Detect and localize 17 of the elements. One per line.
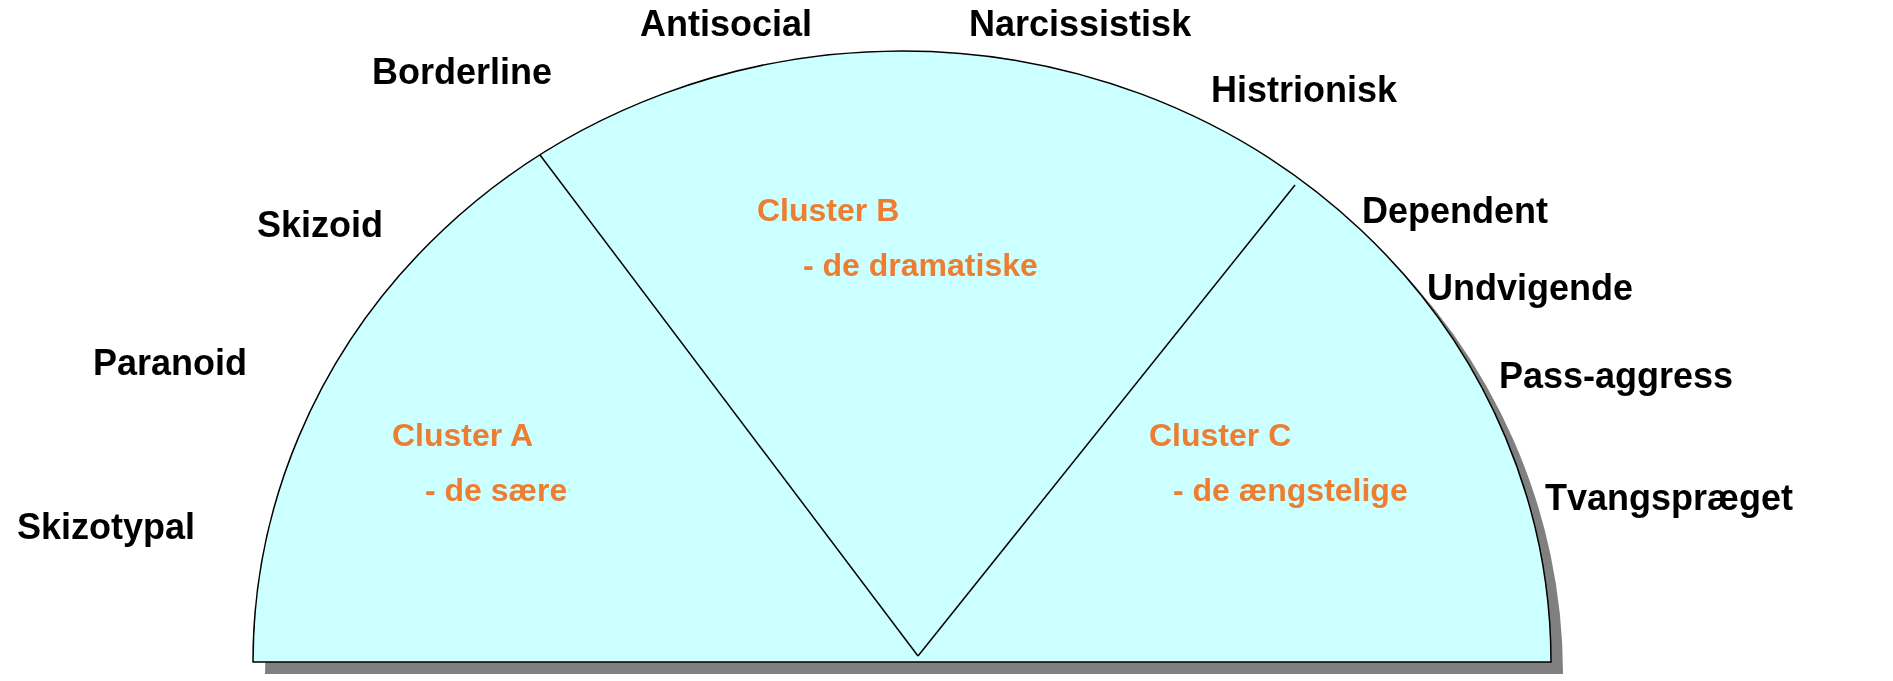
disorder-label: Skizotypal bbox=[17, 507, 196, 547]
disorder-label: Paranoid bbox=[93, 343, 248, 383]
disorder-label: Histrionisk bbox=[1211, 70, 1398, 110]
disorder-label: Undvigende bbox=[1427, 268, 1633, 308]
disorder-label: Antisocial bbox=[640, 4, 813, 44]
cluster-title: Cluster B bbox=[757, 191, 900, 230]
disorder-label: Dependent bbox=[1362, 191, 1548, 231]
disorder-label: Narcissistisk bbox=[969, 4, 1192, 44]
cluster-description: - de dramatiske bbox=[802, 246, 1038, 285]
cluster-title: Cluster A bbox=[392, 416, 534, 455]
cluster-title: Cluster C bbox=[1149, 416, 1292, 455]
disorder-label: Skizoid bbox=[257, 205, 384, 245]
cluster-description: - de ængstelige bbox=[1172, 471, 1408, 510]
disorder-label: Pass-aggress bbox=[1499, 356, 1734, 396]
cluster-description: - de sære bbox=[424, 471, 568, 510]
disorder-label: Borderline bbox=[372, 52, 553, 92]
disorder-label: Tvangspræget bbox=[1545, 478, 1794, 518]
